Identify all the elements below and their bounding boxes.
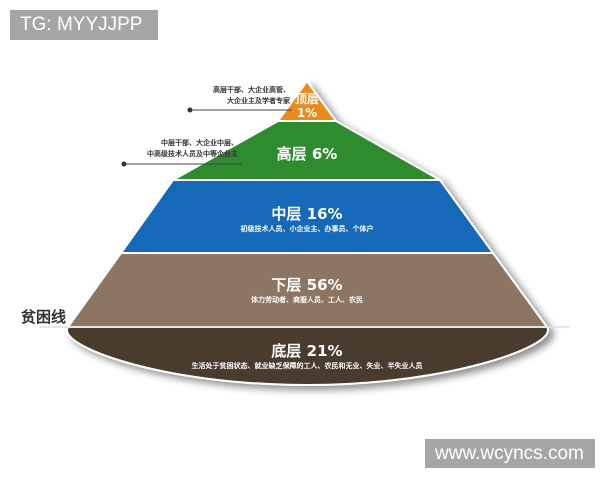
poverty-line-label: 贫困线 bbox=[21, 308, 67, 326]
label-high: 高层 6% bbox=[276, 145, 338, 163]
label-top: 顶层 1% bbox=[294, 92, 319, 120]
label-middle: 中层 16% 初级技术人员、小企业主、办事员、个体户 bbox=[240, 205, 374, 233]
watermark-bottom: www.wcyncs.com bbox=[425, 439, 595, 468]
layer-top bbox=[276, 79, 338, 122]
watermark-top: TG: MYYJJPP bbox=[10, 10, 158, 40]
label-lower: 下层 56% 体力劳动者、商服人员、工人、农民 bbox=[251, 276, 363, 304]
note-top: 高层干部、大企业高管、 大企业主及学者专家 bbox=[213, 86, 290, 105]
label-bottom: 底层 21% 生活处于贫困状态、就业缺乏保障的工人、农民和无业、失业、半失业人员 bbox=[191, 342, 423, 370]
note-high: 中层干部、大企业中层、 中高级技术人员及中等企业主 bbox=[147, 139, 238, 158]
layer-bottom bbox=[65, 326, 550, 387]
